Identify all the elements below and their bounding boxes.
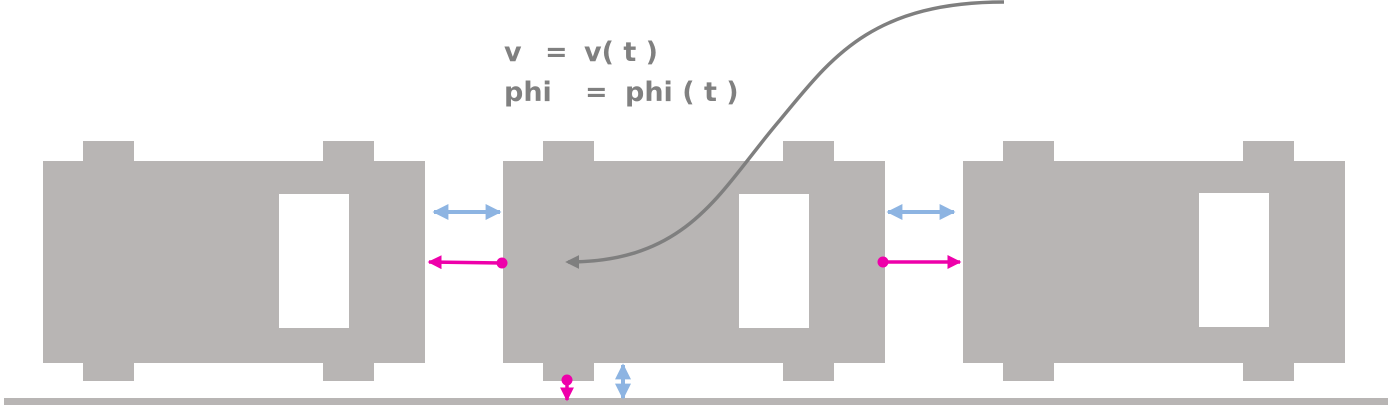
- wheel: [543, 141, 594, 163]
- ground-line: [4, 398, 1388, 405]
- wheel: [1003, 141, 1054, 163]
- equation-phi-equals: =: [585, 77, 608, 108]
- reference-arrow-left: [427, 255, 503, 270]
- right-vehicle: [963, 141, 1345, 381]
- wheel: [1243, 361, 1294, 381]
- equation-phi-rhs: phi ( t ): [625, 77, 739, 108]
- wheel: [783, 141, 834, 163]
- wheel: [83, 141, 134, 163]
- wheel: [543, 361, 594, 381]
- equation-v-equals: =: [545, 37, 568, 68]
- vehicle-window: [1199, 193, 1269, 327]
- wheel: [323, 361, 374, 381]
- equation-phi-lhs: phi: [504, 77, 552, 108]
- wheel: [1003, 361, 1054, 381]
- equation-v-lhs: v: [504, 37, 522, 68]
- trajectory-curve: [565, 0, 1005, 269]
- vehicle-body: [503, 161, 885, 363]
- wheel: [783, 361, 834, 381]
- reference-dot-left: [496, 257, 508, 269]
- wheel: [323, 141, 374, 163]
- middle-vehicle: [503, 141, 885, 381]
- reference-dot-bottom: [561, 374, 573, 386]
- equations: v = v( t ) phi = phi ( t ): [504, 37, 739, 108]
- vehicle-window: [739, 194, 809, 328]
- vehicle-body: [43, 161, 425, 363]
- wheel: [1243, 141, 1294, 163]
- equation-v-rhs: v( t ): [584, 37, 658, 68]
- vehicle-body: [963, 161, 1345, 363]
- vehicle-window: [279, 194, 349, 328]
- left-vehicle: [43, 141, 425, 381]
- reference-dot-right: [877, 256, 889, 268]
- wheel: [83, 361, 134, 381]
